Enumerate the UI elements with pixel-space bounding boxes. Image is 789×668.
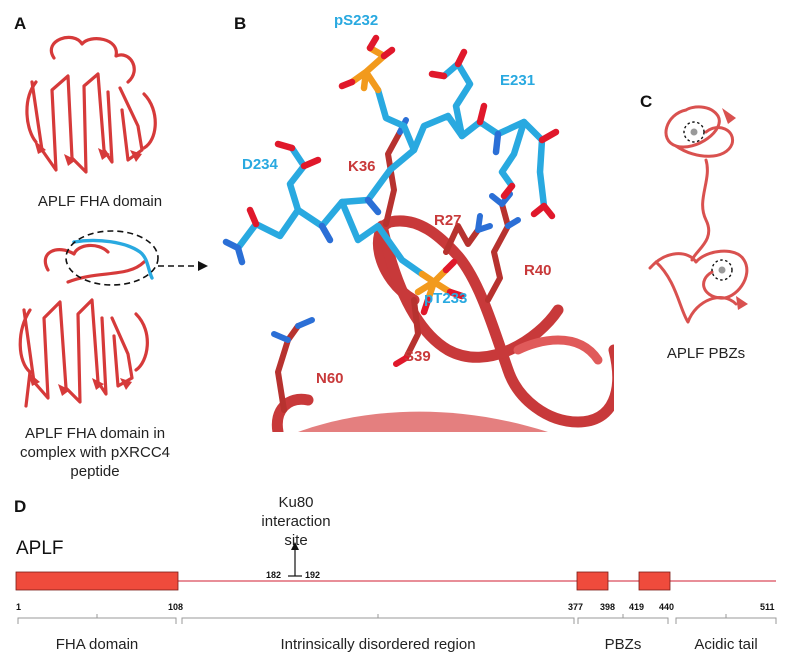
region-fha-domain: FHA domain bbox=[55, 636, 139, 653]
pos-377: 377 bbox=[568, 602, 584, 612]
ku80-site-label: Ku80 interaction site bbox=[261, 494, 331, 549]
label-k36: K36 bbox=[348, 158, 376, 175]
pos-398: 398 bbox=[600, 602, 616, 612]
pos-419: 419 bbox=[629, 602, 645, 612]
fha-domain-structure bbox=[25, 35, 157, 174]
fha-complex-structure bbox=[18, 230, 208, 408]
label-s39: S39 bbox=[404, 348, 431, 365]
label-ps232: pS232 bbox=[334, 12, 379, 29]
panel-c-letter: C bbox=[640, 92, 653, 111]
label-e231: E231 bbox=[500, 72, 536, 89]
region-pbzs: PBZs bbox=[604, 636, 642, 653]
panel-d-letter: D bbox=[14, 497, 27, 516]
site-end-pos: 192 bbox=[305, 570, 321, 580]
region-disordered: Intrinsically disordered region bbox=[280, 636, 476, 653]
pos-108: 108 bbox=[168, 602, 184, 612]
pos-511: 511 bbox=[760, 602, 775, 612]
panel-a-letter: A bbox=[14, 14, 27, 33]
label-pt233: pT233 bbox=[424, 290, 468, 307]
pos-1: 1 bbox=[16, 602, 22, 612]
site-start-pos: 182 bbox=[266, 570, 282, 580]
fha-complex-caption: APLF FHA domain in complex with pXRCC4 p… bbox=[19, 425, 171, 480]
protein-name: APLF bbox=[16, 538, 64, 559]
pbz-caption: APLF PBZs bbox=[666, 345, 746, 362]
label-r40: R40 bbox=[524, 262, 552, 279]
fha-domain-caption: APLF FHA domain bbox=[37, 193, 163, 210]
binding-site-structure bbox=[222, 34, 614, 432]
domain-map bbox=[15, 542, 777, 624]
pos-440: 440 bbox=[659, 602, 675, 612]
label-r27: R27 bbox=[434, 212, 462, 229]
panel-b-letter: B bbox=[234, 14, 247, 33]
label-n60: N60 bbox=[316, 370, 344, 387]
label-d234: D234 bbox=[242, 156, 278, 173]
region-acidic-tail: Acidic tail bbox=[694, 636, 758, 653]
pbz-structure bbox=[648, 105, 749, 324]
